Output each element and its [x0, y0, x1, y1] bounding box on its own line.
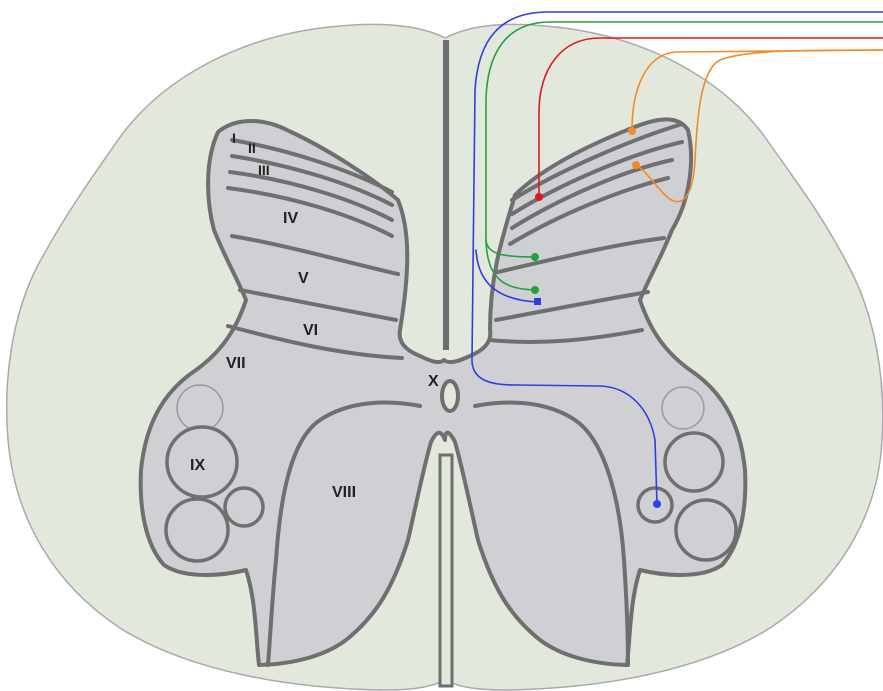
nucleus-left-upper — [177, 385, 223, 431]
label-lamina-vi: VI — [303, 322, 318, 339]
label-lamina-iii: III — [258, 162, 270, 178]
ventral-median-fissure — [440, 455, 452, 686]
nucleus-right-lower — [676, 500, 736, 560]
terminal-orange-2 — [632, 161, 640, 169]
terminal-orange-1 — [628, 127, 636, 135]
label-lamina-x: X — [428, 373, 439, 390]
terminal-green-2 — [531, 286, 539, 294]
terminal-red — [535, 193, 543, 201]
nucleus-left-small — [225, 488, 263, 526]
nucleus-left-lower — [166, 499, 228, 561]
label-lamina-v: V — [298, 270, 309, 287]
nucleus-right-middle — [665, 433, 723, 491]
label-lamina-iv: IV — [283, 210, 298, 227]
terminal-blue-2 — [653, 500, 661, 508]
label-lamina-ix: IX — [190, 457, 205, 474]
nucleus-right-upper — [662, 387, 704, 429]
terminal-blue-1 — [534, 298, 541, 305]
label-lamina-i: I — [232, 130, 236, 146]
central-canal — [442, 381, 458, 411]
terminal-green-1 — [531, 253, 539, 261]
label-lamina-viii: VIII — [332, 484, 356, 501]
label-lamina-vii: VII — [226, 355, 246, 372]
label-lamina-ii: II — [248, 140, 256, 156]
